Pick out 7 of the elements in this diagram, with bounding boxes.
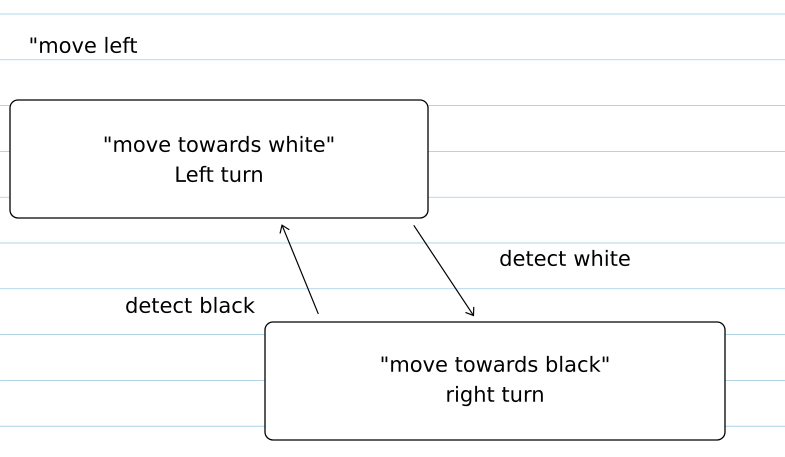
arrow <box>413 224 474 316</box>
crossed-out-note: "move left <box>30 36 138 54</box>
state-box: "move towards black" right turn <box>264 321 726 441</box>
state-box: "move towards white" Left turn <box>9 99 429 219</box>
edge-label: detect white <box>500 250 630 266</box>
edge-label: detect black <box>126 296 255 314</box>
arrow <box>279 224 319 314</box>
